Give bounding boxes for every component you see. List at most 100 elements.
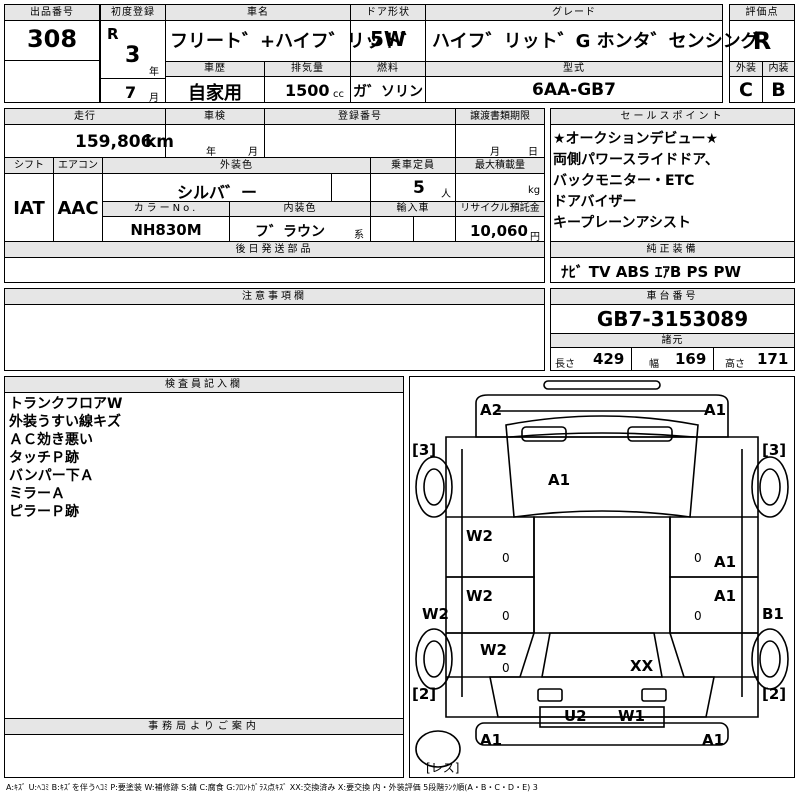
recycle-cell: リサイクル預託金 10,060 円 [455, 201, 545, 243]
capacity-unit: 人 [441, 189, 451, 200]
car-outline-drawing [415, 380, 789, 768]
door-cell: ドア形状 5W [350, 4, 426, 62]
sales-point-line: ★オークションデビュー★ [553, 131, 719, 147]
registration-cell: 初度登録 R 3 年 7 月 [100, 4, 166, 104]
model-value: 6AA-GB7 [532, 80, 616, 100]
mark-zero: 0 [694, 609, 702, 623]
mark-bottom-left: A1 [480, 731, 503, 749]
fuel-label: 燃料 [351, 62, 425, 77]
interior-label: 内装 [763, 62, 794, 77]
notice-label: 注意事項欄 [5, 289, 544, 305]
lot-blank [4, 60, 100, 103]
mark-zero: 0 [694, 551, 702, 565]
inspector-note-line: バンパー下Ａ [9, 468, 94, 484]
mark-rear-w: W1 [618, 707, 645, 725]
height-value: 171 [757, 350, 789, 368]
chassis-cell: 車台番号 GB7-3153089 諸元 長さ 429 幅 169 高さ 171 [550, 288, 795, 371]
shift-value: IAT [13, 198, 45, 219]
inspector-note-line: 外装うすい線キズ [9, 414, 121, 430]
later-parts-cell: 後日発送部品 [4, 241, 545, 283]
color-value: シルバ゛ー [176, 183, 257, 202]
history-value: 自家用 [188, 83, 242, 104]
mark-zero: 0 [502, 551, 510, 565]
door-value: 5W [370, 27, 406, 51]
capacity-value: 5 [413, 178, 425, 198]
exterior-cell: 外装 C [729, 61, 763, 103]
lot-cell: 出品番号 308 [4, 4, 100, 61]
import-label: 輸入車 [371, 202, 455, 217]
mark-left-rear-door: W2 [466, 587, 493, 605]
recycle-value: 10,060 [470, 222, 528, 240]
load-unit: kg [528, 185, 541, 196]
transfer-label: 譲渡書類期限 [456, 109, 544, 125]
regnum-label: 登録番号 [265, 109, 455, 125]
equipment-cell: 純正装備 ﾅﾋﾞ TV ABS ｴｱB PS PW [550, 241, 795, 283]
mileage-unit: km [145, 132, 175, 152]
reg-year: 3 [125, 43, 141, 68]
score-label: 評価点 [730, 5, 794, 21]
regnum-cell: 登録番号 [264, 108, 456, 158]
sales-point-line: バックモニター・ETC [553, 173, 695, 189]
spare-tire-label: [レス] [426, 761, 460, 775]
mark-top-right: A1 [704, 401, 727, 419]
interior-value: B [771, 79, 786, 101]
model-label: 型式 [426, 62, 722, 77]
width-value: 169 [675, 350, 707, 368]
car-diagram: A2 A1 A1 W2 0 A1 0 W2 0 A1 0 W2 B1 W2 0 … [409, 376, 795, 778]
reg-month: 7 [125, 83, 137, 102]
reg-era: R [107, 25, 119, 43]
sales-points-cell: セールスポイント ★オークションデビュー★ 両側パワースライドドア、 バックモニ… [550, 108, 795, 242]
mark-top-left: A2 [480, 401, 503, 419]
inspection-label: 車検 [166, 109, 264, 125]
mark-left-front-door: W2 [466, 527, 493, 545]
sales-point-line: 両側パワースライドドア、 [553, 152, 719, 168]
legend: A:ｷｽﾞ U:ﾍｺﾐ B:ｷｽﾞを伴うﾍｺﾐ P:要塗装 W:補修跡 S:錆 … [6, 783, 538, 792]
inspection-cell: 車検 年 月 [165, 108, 265, 158]
length-value: 429 [593, 350, 625, 368]
sales-points-list: ★オークションデビュー★ 両側パワースライドドア、 バックモニター・ETC ドア… [553, 129, 719, 234]
inspector-note-line: ミラーＡ [9, 486, 65, 502]
score-cell: 評価点 R [729, 4, 795, 62]
colorno-cell: カラーNo. NH830M [102, 201, 230, 242]
mark-right-quarter: B1 [762, 605, 784, 623]
chassis-value: GB7-3153089 [596, 307, 749, 331]
ac-label: エアコン [54, 158, 102, 174]
displacement-cell: 排気量 1500 cc [264, 61, 351, 103]
fuel-cell: 燃料 ガ゛ソリン [350, 61, 426, 103]
inspector-note-line: ＡＣ効き悪い [9, 432, 93, 448]
score-value: R [752, 27, 772, 55]
office-cell: 事務局よりご案内 [4, 718, 404, 778]
model-cell: 型式 6AA-GB7 [425, 61, 723, 103]
shift-label: シフト [5, 158, 53, 174]
mark-left-rear-panel: W2 [480, 641, 507, 659]
transfer-cell: 譲渡書類期限 月 日 [455, 108, 545, 158]
intcolor-suffix: 系 [354, 230, 364, 241]
load-cell: 最大積載量 kg [455, 157, 545, 202]
lot-label: 出品番号 [5, 5, 99, 21]
reg-year-unit: 年 [149, 67, 159, 78]
ac-cell: エアコン AAC [53, 157, 103, 242]
colorno-value: NH830M [130, 221, 202, 239]
car-name-value: フリート゛+ハイフ゛リット゛ [170, 31, 419, 52]
fuel-value: ガ゛ソリン [353, 84, 423, 100]
equipment-label: 純正装備 [551, 242, 794, 258]
later-parts-label: 後日発送部品 [5, 242, 544, 258]
tire-rear-left: [2] [412, 685, 437, 703]
mark-left-quarter: W2 [422, 605, 449, 623]
office-label: 事務局よりご案内 [5, 719, 403, 735]
equipment-value: ﾅﾋﾞ TV ABS ｴｱB PS PW [561, 263, 742, 281]
recycle-unit: 円 [530, 232, 540, 243]
ac-value: AAC [57, 198, 99, 219]
color-label: 外装色 [103, 158, 370, 174]
door-label: ドア形状 [351, 5, 425, 21]
history-label: 車歴 [166, 62, 264, 77]
tire-rear-right: [2] [762, 685, 787, 703]
height-label: 高さ [725, 359, 745, 370]
inspector-label: 検査員記入欄 [5, 377, 403, 393]
mark-bottom-right: A1 [702, 731, 725, 749]
mileage-cell: 走行 159,806 km [4, 108, 174, 158]
reg-month-unit: 月 [149, 93, 159, 104]
inspector-note-line: ピラーＰ跡 [9, 504, 79, 520]
inspector-cell: 検査員記入欄 トランクフロアW 外装うすい線キズ ＡＣ効き悪い タッチＰ跡 バン… [4, 376, 404, 719]
displacement-label: 排気量 [265, 62, 350, 77]
